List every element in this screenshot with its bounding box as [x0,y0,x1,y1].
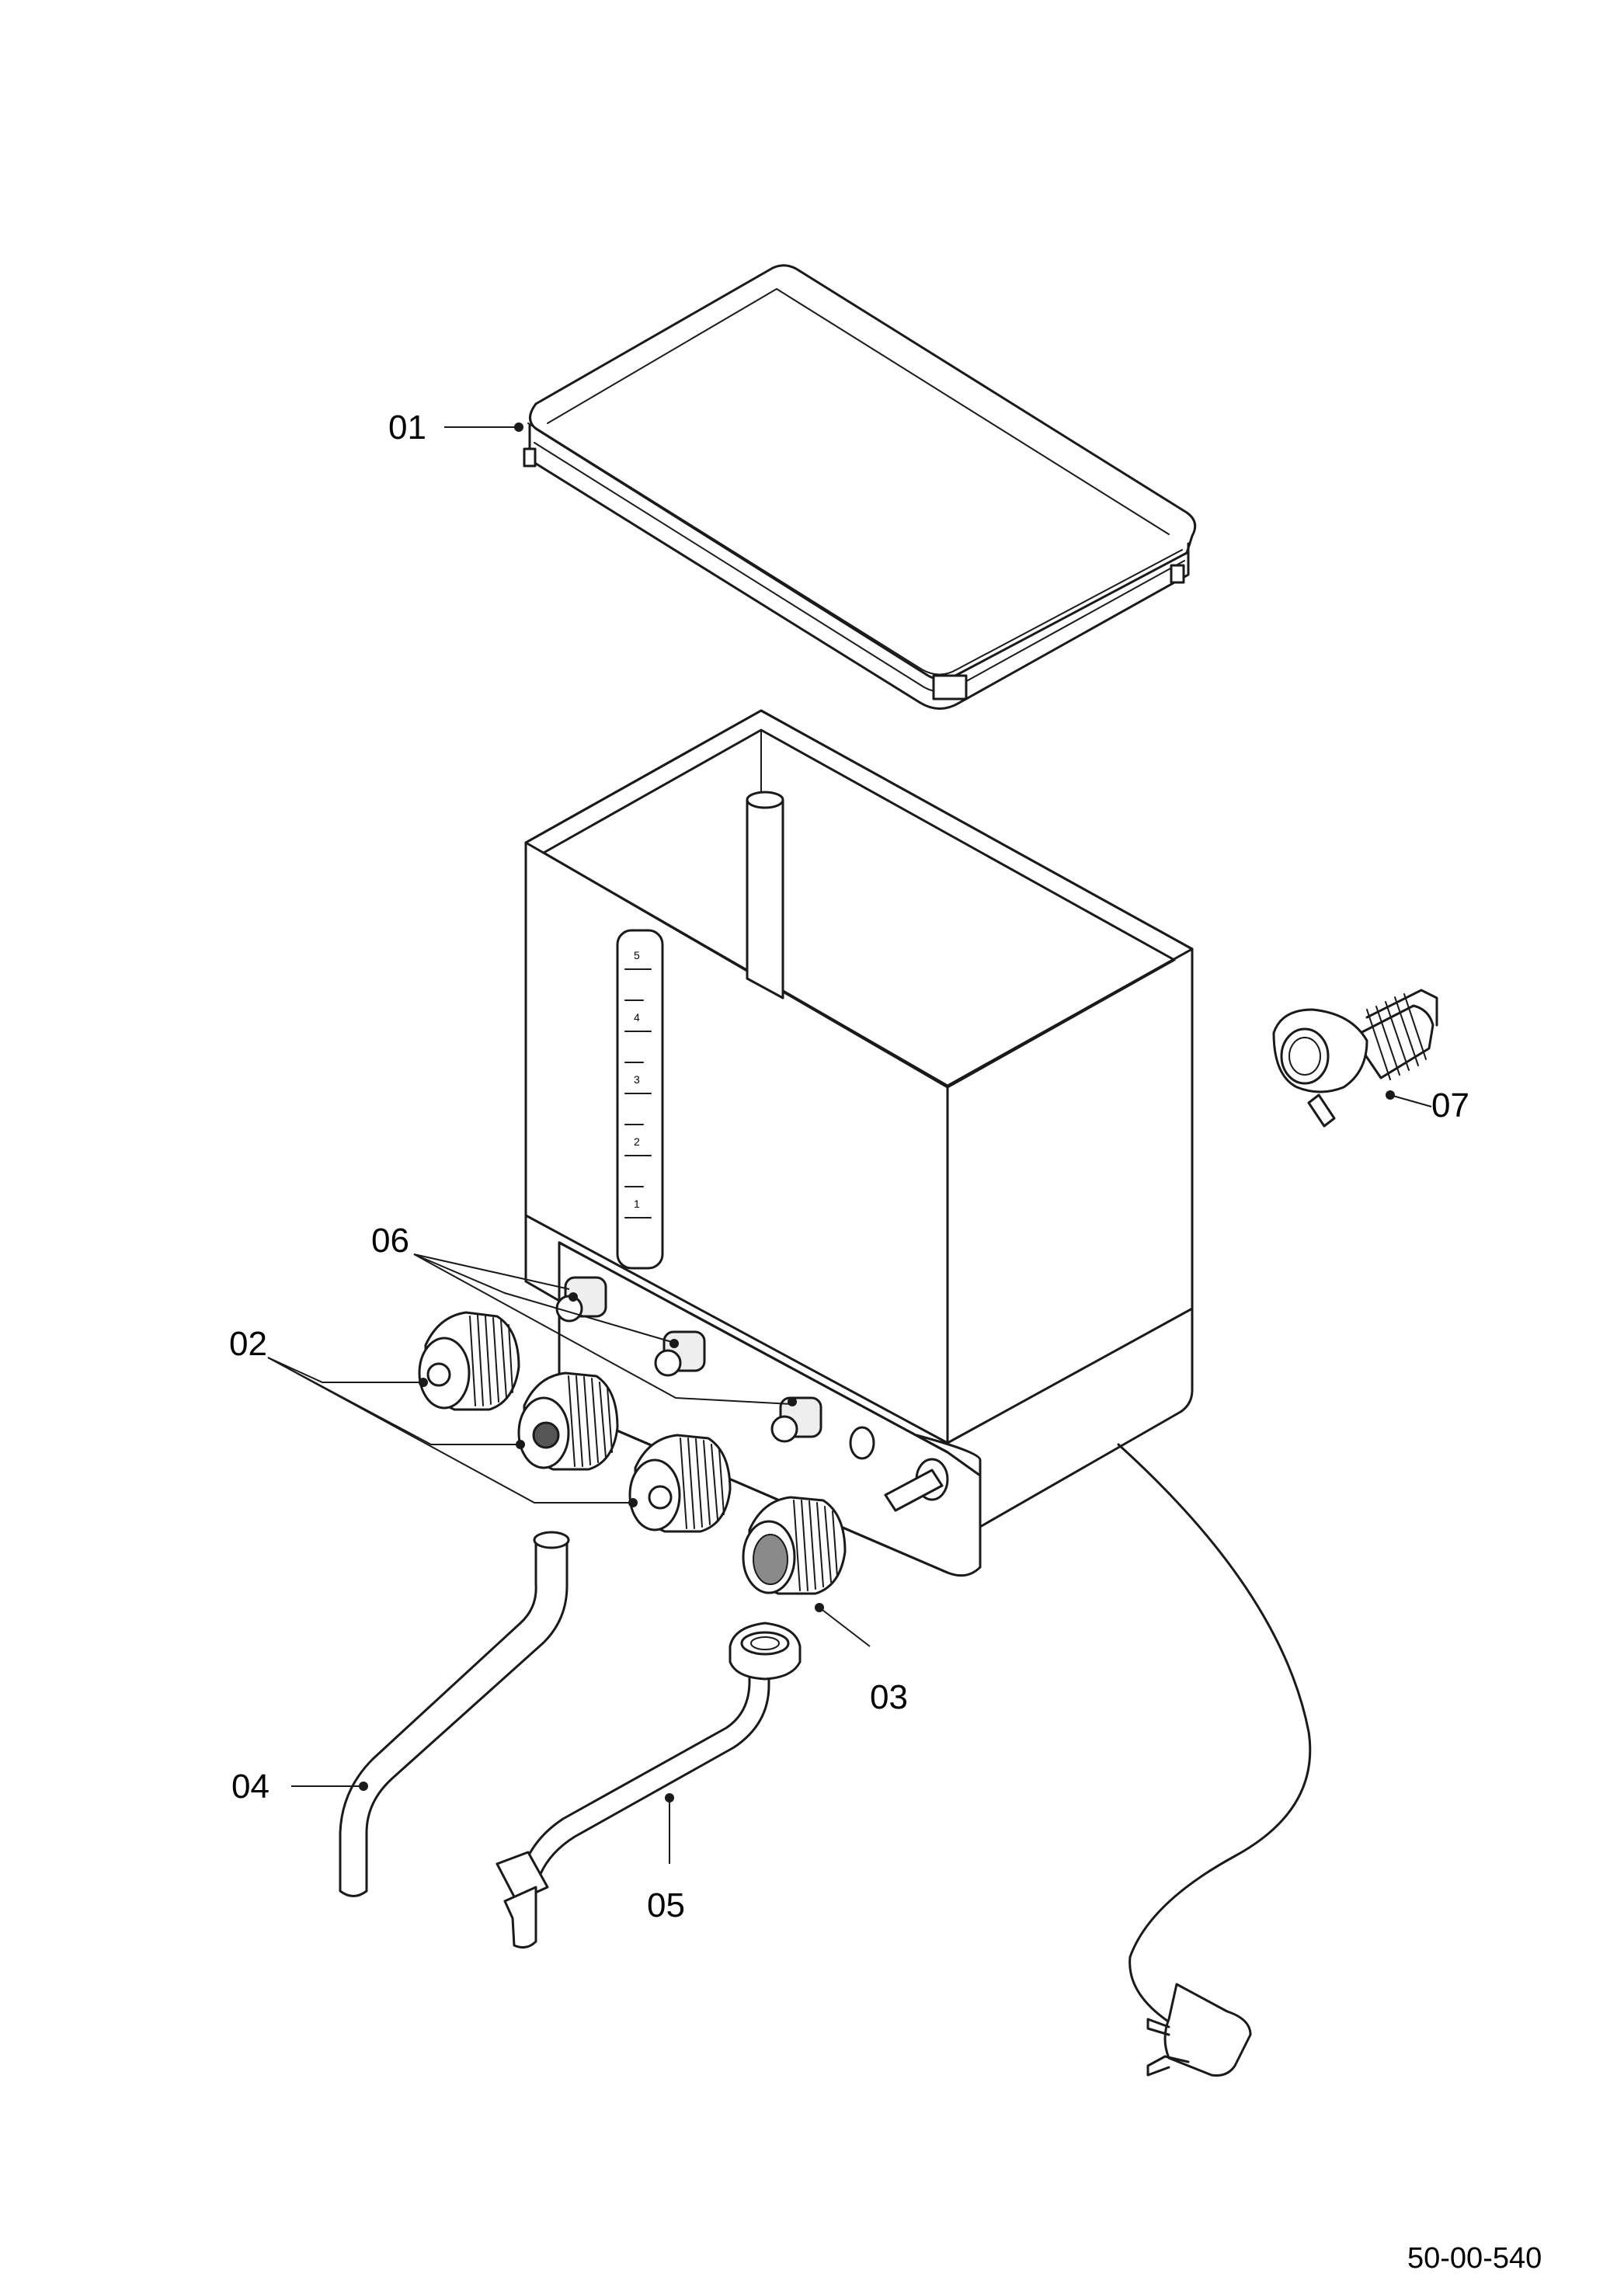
part-nozzle-caps [267,1311,732,1533]
mounted-nozzle-3 [770,1396,822,1443]
part-hose [496,1622,802,1949]
leader-07 [1389,1094,1432,1107]
level-gauge: 5 4 3 2 1 [616,929,664,1270]
part-lid [444,264,1197,710]
leader-02a [267,1357,423,1383]
mounted-nozzle-1 [555,1276,607,1323]
gauge-mark-4: 4 [634,1011,640,1024]
callout-dot-04 [359,1782,368,1791]
part-fitting [1272,989,1438,1128]
callout-07: 07 [1431,1086,1469,1125]
callout-03: 03 [870,1678,908,1716]
part-pipe [291,1531,570,1897]
callout-04: 04 [231,1768,270,1806]
gauge-mark-1: 1 [634,1198,640,1210]
nozzle-cap-1 [418,1311,520,1411]
leader-06b [413,1253,673,1343]
leader-06c [413,1253,793,1405]
callout-dot-05 [665,1793,674,1803]
part-filter-cap [742,1496,871,1647]
water-tank: 5 4 3 2 1 [413,709,1194,1577]
callout-02: 02 [229,1325,267,1363]
leader-03 [819,1607,871,1647]
drawing-number: 50-00-540 [1407,2242,1542,2275]
callout-06: 06 [371,1222,409,1260]
nozzle-cap-3 [628,1434,732,1533]
power-cord [1117,1443,1312,2077]
callout-dot-07 [1386,1090,1395,1100]
callout-dot-03 [815,1603,824,1612]
callout-01: 01 [388,408,426,447]
callout-dot-01 [514,422,523,432]
leader-02c [267,1357,633,1504]
gauge-mark-2: 2 [634,1135,640,1148]
callout-05: 05 [647,1886,685,1924]
leader-06a [413,1253,570,1290]
mounted-nozzle-2 [654,1330,706,1377]
gauge-mark-5: 5 [634,949,640,961]
nozzle-cap-2 [517,1371,619,1471]
gauge-mark-3: 3 [634,1073,640,1086]
